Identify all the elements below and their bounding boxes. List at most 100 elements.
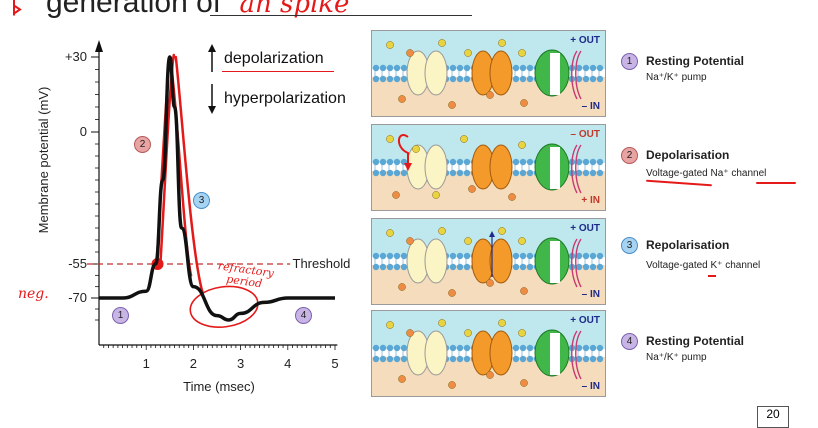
charge-bracket <box>571 50 578 100</box>
ion <box>406 237 414 245</box>
ion <box>386 321 394 329</box>
stage-sub-1: Na⁺/K⁺ pump <box>646 72 707 83</box>
charge-bracket <box>575 50 582 100</box>
lipid-head <box>463 344 471 352</box>
refractory-circle <box>189 285 259 328</box>
lipid-head <box>463 158 471 166</box>
lipid-head <box>449 252 457 260</box>
ion <box>518 329 526 337</box>
lipid-head <box>393 169 401 177</box>
lipid-head <box>449 75 457 83</box>
handwritten-underline-voltage <box>646 179 712 187</box>
lipid-head <box>596 263 604 271</box>
lipid-head <box>582 169 590 177</box>
ion <box>498 319 506 327</box>
ion <box>518 141 526 149</box>
lipid-head <box>512 158 520 166</box>
out-label: + OUT <box>570 35 600 46</box>
lipid-head <box>449 169 457 177</box>
lipid-head <box>526 158 534 166</box>
pump-gap <box>550 241 560 283</box>
ion <box>392 191 400 199</box>
charge-bracket <box>575 144 582 194</box>
depolarization-arrow-icon <box>207 44 217 79</box>
lipid-head <box>575 344 583 352</box>
ion <box>508 193 516 201</box>
lipid-head <box>575 263 583 271</box>
lipid-head <box>575 64 583 72</box>
lipid-head <box>463 252 471 260</box>
pump-gap <box>550 147 560 189</box>
ion <box>438 319 446 327</box>
membrane-illustration: + OUT – IN <box>372 311 605 396</box>
out-label: + OUT <box>570 315 600 326</box>
depolarization-label: depolarization <box>224 50 324 67</box>
lipid-head <box>449 64 457 72</box>
membrane-illustration: + OUT– IN <box>372 31 605 116</box>
ion <box>386 229 394 237</box>
lipid-head <box>379 263 387 271</box>
stage-title-3: Repolarisation <box>646 238 730 252</box>
stage-number-3: 3 <box>621 237 638 254</box>
lipid-head <box>519 158 527 166</box>
phase-badge-4: 4 <box>295 307 312 324</box>
stage-number-2: 2 <box>621 147 638 164</box>
lipid-head <box>526 75 534 83</box>
ion <box>448 381 456 389</box>
lipid-head <box>379 158 387 166</box>
ion <box>518 237 526 245</box>
depolarization-underline <box>222 71 334 72</box>
lipid-head <box>372 263 380 271</box>
lipid-head <box>386 75 394 83</box>
lipid-head <box>519 169 527 177</box>
y-tick-label: 0 <box>80 124 87 139</box>
lipid-head <box>463 355 471 363</box>
heading-underline <box>210 15 472 16</box>
ion <box>398 95 406 103</box>
lipid-head <box>449 158 457 166</box>
potassium-channel <box>489 330 513 376</box>
lipid-head <box>393 344 401 352</box>
phase-badge-1: 1 <box>112 307 129 324</box>
potassium-channel <box>489 144 513 190</box>
slide-heading: generation of an spike <box>46 0 349 20</box>
x-tick-label: 3 <box>237 356 244 371</box>
lipid-head <box>526 169 534 177</box>
lipid-head <box>386 263 394 271</box>
potential-curve <box>98 55 335 322</box>
lipid-head <box>582 75 590 83</box>
ion <box>406 329 414 337</box>
ion <box>406 49 414 57</box>
sodium-channel <box>424 330 448 376</box>
lipid-head <box>379 169 387 177</box>
y-tick-label: -70 <box>68 290 87 305</box>
ion <box>486 91 494 99</box>
membrane-illustration: + OUT– IN <box>372 219 605 304</box>
ion <box>520 287 528 295</box>
lipid-head <box>582 355 590 363</box>
pump-gap <box>550 333 560 375</box>
lipid-head <box>372 252 380 260</box>
lipid-head <box>526 344 534 352</box>
lipid-head <box>596 344 604 352</box>
stage-panel-2: – OUT+ IN <box>371 124 606 211</box>
y-tick-label: +30 <box>65 49 87 64</box>
lipid-head <box>596 75 604 83</box>
charge-bracket <box>575 238 582 288</box>
ion <box>438 227 446 235</box>
lipid-head <box>589 158 597 166</box>
hyperpolarization-label: hyperpolarization <box>224 90 346 107</box>
lipid-head <box>372 158 380 166</box>
ion <box>432 191 440 199</box>
ion <box>460 135 468 143</box>
lipid-head <box>372 64 380 72</box>
lipid-head <box>512 64 520 72</box>
lipid-head <box>512 263 520 271</box>
lipid-head <box>386 344 394 352</box>
membrane-potential-line <box>98 55 335 322</box>
ion <box>520 379 528 387</box>
in-label: – IN <box>582 289 600 300</box>
in-label: – IN <box>582 381 600 392</box>
